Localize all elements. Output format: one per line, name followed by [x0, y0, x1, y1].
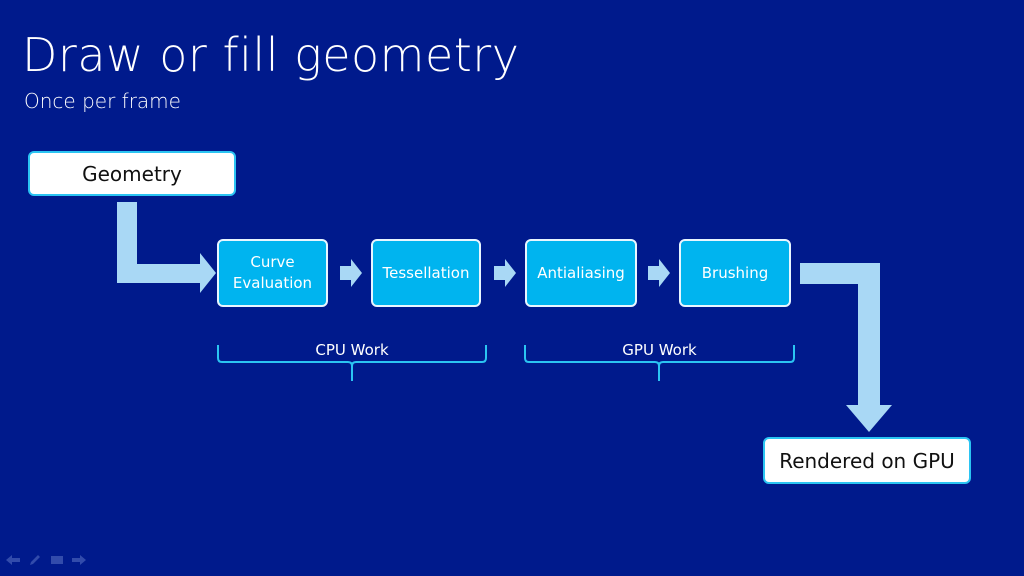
brace-gpu [524, 345, 795, 381]
group-label-cpu: CPU Work [315, 341, 389, 359]
brace-cpu [217, 345, 487, 381]
group-label-gpu: GPU Work [622, 341, 697, 359]
slide-title: Draw or fill geometry [22, 28, 520, 82]
previous-icon[interactable] [4, 553, 24, 567]
stage-brushing: Brushing [679, 239, 791, 307]
arrow-brushing-to-rendered [800, 263, 892, 432]
arrow-stage-3-4 [648, 259, 670, 287]
stage-antialiasing: Antialiasing [525, 239, 637, 307]
stage-label-line1: Curve [250, 253, 295, 271]
arrow-geometry-to-curve [117, 202, 216, 293]
arrow-stage-2-3 [494, 259, 516, 287]
pen-icon[interactable] [28, 553, 42, 567]
stage-label: Brushing [701, 263, 769, 282]
rendered-label: Rendered on GPU [779, 448, 955, 473]
stage-label-line2: Evaluation [232, 274, 313, 292]
rendered-box: Rendered on GPU [763, 437, 971, 484]
stage-tessellation: Tessellation [371, 239, 481, 307]
stage-label: Tessellation [382, 263, 470, 282]
stage-label: Antialiasing [537, 263, 625, 282]
slide-subtitle: Once per frame [24, 89, 181, 113]
geometry-box: Geometry [28, 151, 236, 196]
stage-curve-evaluation: Curve Evaluation [217, 239, 328, 307]
slides-icon[interactable] [49, 553, 65, 567]
next-icon[interactable] [70, 553, 90, 567]
geometry-label: Geometry [82, 161, 182, 186]
arrow-stage-1-2 [340, 259, 362, 287]
